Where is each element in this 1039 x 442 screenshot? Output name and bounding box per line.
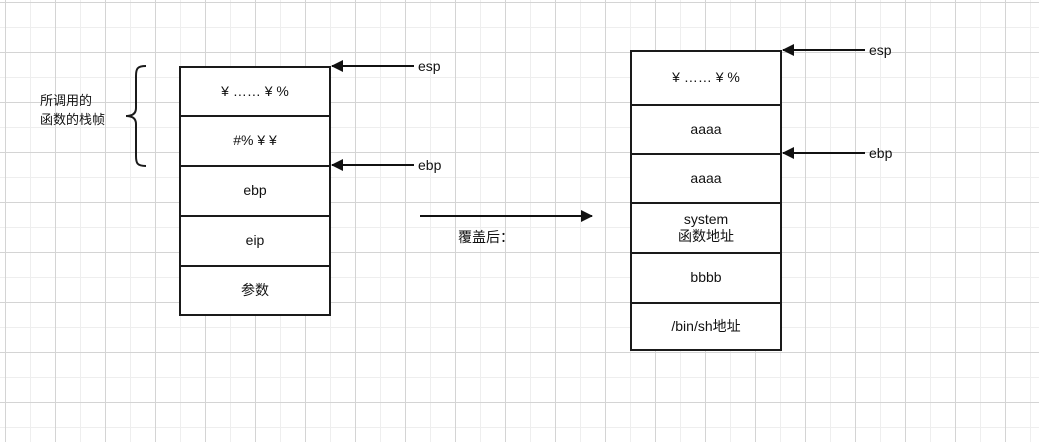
- stack-row-label: 参数: [241, 281, 269, 298]
- stack-row-label: system 函数地址: [678, 210, 734, 245]
- transition-label: 覆盖后：: [458, 229, 514, 245]
- esp-pointer-label-left: esp: [418, 58, 441, 74]
- overwritten-stack: ¥ …… ¥ % aaaa aaaa system 函数地址 bbbb /bin…: [630, 50, 782, 351]
- stack-row-label: aaaa: [690, 120, 722, 137]
- right-arrow-icon: [420, 210, 593, 222]
- stack-row-label: #% ¥ ¥: [233, 132, 277, 149]
- stack-row-label: bbbb: [690, 269, 722, 286]
- stack-row-label: /bin/sh地址: [671, 317, 741, 334]
- esp-pointer-label-right: esp: [869, 42, 892, 58]
- called-function-frame-label: 所调用的 函数的栈帧: [40, 93, 106, 127]
- stack-row: eip: [181, 217, 329, 267]
- stack-row: aaaa: [632, 106, 780, 155]
- stack-row: ebp: [181, 167, 329, 217]
- left-arrow-icon: [782, 44, 865, 56]
- stack-row-label: ¥ …… ¥ %: [672, 69, 740, 86]
- stack-row-label: ebp: [243, 182, 267, 199]
- stack-row: system 函数地址: [632, 204, 780, 254]
- left-arrow-icon: [331, 159, 414, 171]
- stack-row: bbbb: [632, 254, 780, 304]
- stack-row: aaaa: [632, 155, 780, 204]
- left-arrow-icon: [331, 60, 414, 72]
- stack-row: 参数: [181, 267, 329, 314]
- stack-row: #% ¥ ¥: [181, 117, 329, 167]
- ebp-pointer-label-right: ebp: [869, 145, 893, 161]
- stack-row: /bin/sh地址: [632, 304, 780, 349]
- stack-row-label: ¥ …… ¥ %: [221, 82, 289, 99]
- stack-row-label: aaaa: [690, 169, 722, 186]
- curly-brace-icon: [125, 65, 147, 167]
- ebp-pointer-label-left: ebp: [418, 157, 442, 173]
- original-stack: ¥ …… ¥ % #% ¥ ¥ ebp eip 参数: [179, 66, 331, 316]
- left-arrow-icon: [782, 147, 865, 159]
- stack-row: ¥ …… ¥ %: [181, 68, 329, 117]
- stack-row: ¥ …… ¥ %: [632, 52, 780, 106]
- stack-row-label: eip: [245, 232, 265, 249]
